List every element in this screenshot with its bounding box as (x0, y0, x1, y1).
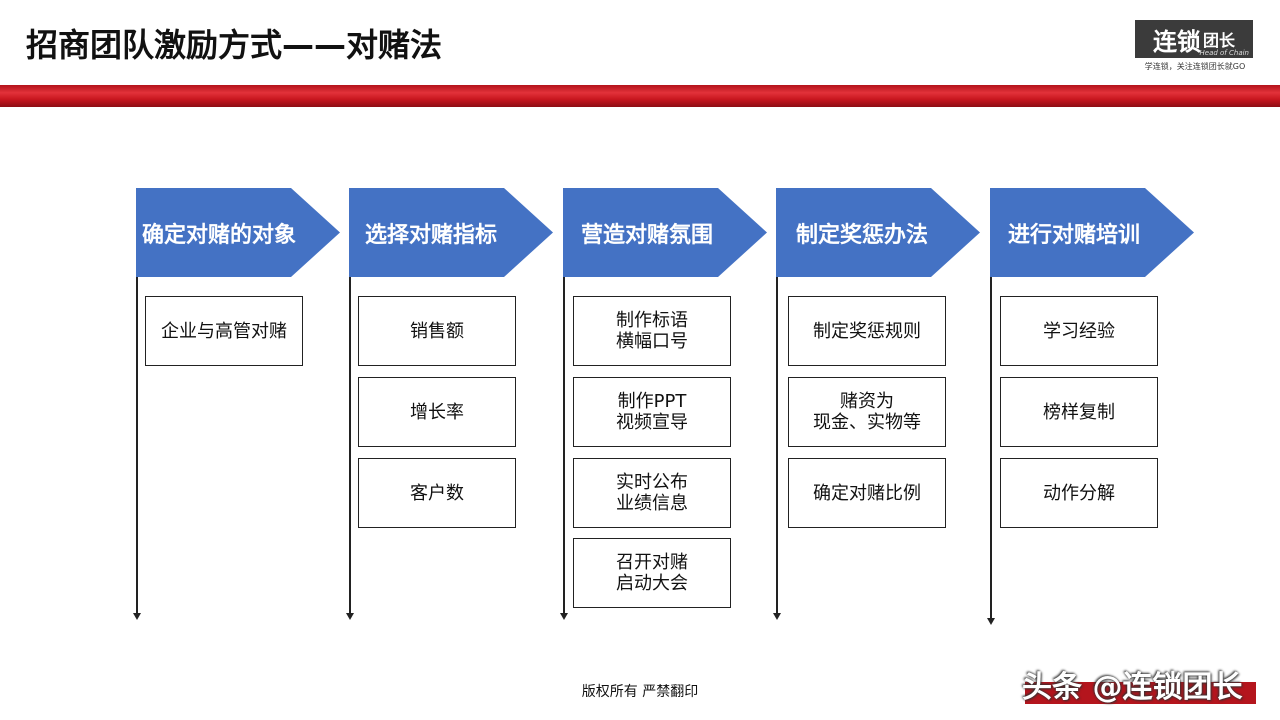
step-heading: 进行对赌培训 (1008, 222, 1141, 248)
arrow-down-icon (345, 613, 354, 620)
step-item-line: 制作PPT (617, 391, 687, 412)
watermark-bar (1025, 682, 1256, 704)
step-item-line: 确定对赌比例 (813, 482, 921, 504)
step-item-text: 实时公布业绩信息 (616, 472, 688, 514)
step-item-text: 制定奖惩规则 (813, 321, 921, 342)
step-item-text: 学习经验 (1043, 321, 1115, 342)
logo-main: 连锁 (1152, 27, 1201, 56)
step-item-text: 增长率 (410, 402, 464, 423)
step-item-line: 增长率 (410, 401, 464, 423)
step-item-text: 销售额 (410, 321, 464, 342)
logo-box: 连锁 团长 Head of Chain (1135, 20, 1253, 58)
step-item-text: 召开对赌启动大会 (616, 552, 688, 594)
timeline-line (776, 277, 778, 613)
step-item-line: 销售额 (410, 320, 464, 342)
step-heading: 确定对赌的对象 (142, 222, 297, 248)
step-item-box: 企业与高管对赌 (145, 296, 303, 366)
step-item-box: 实时公布业绩信息 (573, 458, 731, 528)
step-item-line: 实时公布 (616, 472, 688, 493)
step-heading: 制定奖惩办法 (796, 222, 929, 248)
step-item-line: 制定奖惩规则 (813, 320, 921, 342)
step-item-box: 制作标语横幅口号 (573, 296, 731, 366)
arrow-down-icon (772, 613, 781, 620)
arrow-down-icon (132, 613, 141, 620)
step-item-text: 客户数 (410, 483, 464, 504)
step-item-line: 动作分解 (1043, 482, 1115, 504)
step-item-line: 客户数 (410, 482, 464, 504)
step-item-line: 视频宣导 (616, 412, 688, 433)
step-item-line: 榜样复制 (1043, 401, 1115, 423)
step-item-box: 学习经验 (1000, 296, 1158, 366)
step-item-box: 制定奖惩规则 (788, 296, 946, 366)
step-item-box: 赌资为现金、实物等 (788, 377, 946, 447)
watermark-text: 头条 @连锁团长 (1022, 670, 1243, 705)
arrow-down-icon (559, 613, 568, 620)
step-chevron: 选择对赌指标 (349, 188, 553, 277)
step-item-box: 榜样复制 (1000, 377, 1158, 447)
copyright-footer: 版权所有 严禁翻印 (581, 684, 699, 700)
step-item-line: 制作标语 (616, 310, 688, 331)
page-title: 招商团队激励方式——对赌法 (26, 26, 443, 64)
timeline-line (136, 277, 138, 613)
step-heading: 营造对赌氛围 (581, 222, 714, 248)
step-item-box: 动作分解 (1000, 458, 1158, 528)
header-red-band (0, 85, 1280, 107)
timeline-line (563, 277, 565, 613)
step-item-text: 企业与高管对赌 (161, 321, 287, 342)
step-chevron: 进行对赌培训 (990, 188, 1194, 277)
step-item-text: 动作分解 (1043, 483, 1115, 504)
step-item-box: 销售额 (358, 296, 516, 366)
step-item-line: 现金、实物等 (813, 412, 921, 433)
logo-subtitle: Head of Chain (1199, 49, 1250, 57)
step-item-line: 赌资为 (840, 391, 894, 412)
step-item-box: 客户数 (358, 458, 516, 528)
arrow-down-icon (986, 618, 995, 625)
logo-tagline: 学连锁，关注连锁团长就GO (1144, 62, 1246, 71)
step-item-box: 确定对赌比例 (788, 458, 946, 528)
step-item-line: 企业与高管对赌 (161, 320, 287, 342)
step-item-line: 召开对赌 (616, 552, 688, 573)
step-item-text: 赌资为现金、实物等 (813, 391, 921, 433)
step-item-text: 制作标语横幅口号 (616, 310, 688, 352)
step-item-line: 启动大会 (616, 573, 688, 594)
step-item-line: 业绩信息 (616, 493, 688, 514)
step-item-line: 学习经验 (1043, 320, 1115, 342)
step-heading: 选择对赌指标 (365, 222, 498, 248)
timeline-line (990, 277, 992, 618)
step-item-line: 横幅口号 (616, 331, 688, 352)
timeline-line (349, 277, 351, 613)
brand-logo: 连锁 团长 Head of Chain 学连锁，关注连锁团长就GO (1135, 20, 1255, 72)
logo-small: 团长 (1202, 31, 1235, 50)
step-item-box: 增长率 (358, 377, 516, 447)
step-chevron: 确定对赌的对象 (136, 188, 340, 277)
step-item-text: 确定对赌比例 (813, 483, 921, 504)
step-chevron: 营造对赌氛围 (563, 188, 767, 277)
step-item-text: 榜样复制 (1043, 402, 1115, 423)
step-item-box: 召开对赌启动大会 (573, 538, 731, 608)
step-chevron: 制定奖惩办法 (776, 188, 980, 277)
